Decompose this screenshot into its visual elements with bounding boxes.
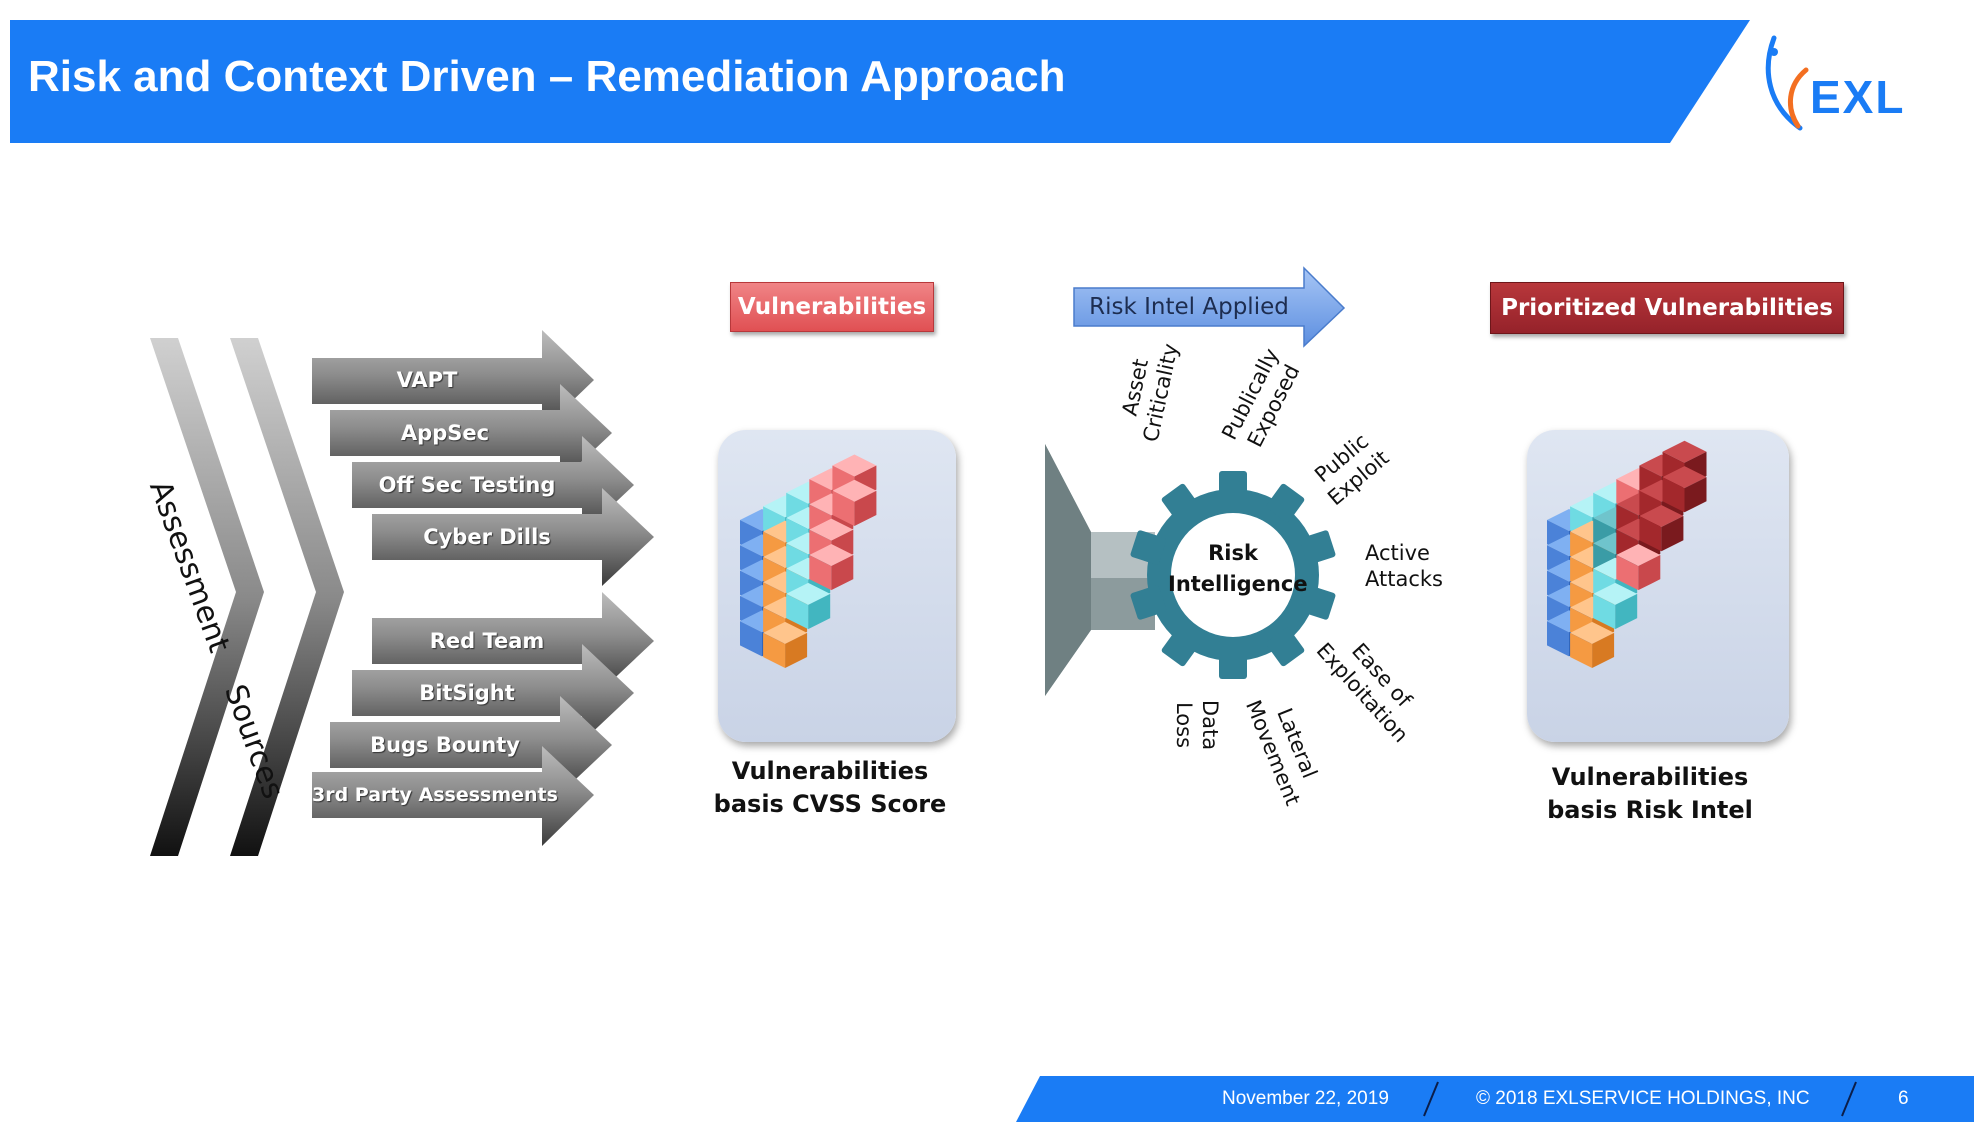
cvss-caption-line2: basis CVSS Score — [713, 790, 947, 818]
footer-date: November 22, 2019 — [1222, 1088, 1389, 1109]
assessment-chevron — [150, 338, 344, 856]
vulnerabilities-badge: Vulnerabilities — [730, 282, 934, 332]
source-arrows — [312, 330, 654, 846]
cvss-caption-line1: Vulnerabilities — [731, 757, 929, 785]
cvss-cube-stack — [740, 454, 877, 669]
arrow-vapt — [312, 330, 594, 430]
arrow-appsec — [330, 384, 612, 482]
factor-data-line1: Data — [1198, 699, 1222, 751]
gear-label-line1: Risk — [1208, 541, 1258, 565]
footer-copyright: © 2018 EXLSERVICE HOLDINGS, INC — [1476, 1088, 1810, 1109]
gear-label-line2: Intelligence — [1168, 572, 1308, 596]
arrow-label-cyber: Cyber Dills — [423, 525, 551, 549]
risk-gear — [1130, 471, 1336, 679]
factor-lateral-movement: Lateral Movement — [1240, 687, 1330, 810]
factor-active-line2: Attacks — [1365, 567, 1443, 591]
exl-logo-text: EXL — [1810, 71, 1906, 123]
arrow-label-3rdparty: 3rd Party Assessments — [312, 784, 558, 806]
arrow-bitsight — [352, 644, 634, 742]
arrow-label-vapt: VAPT — [396, 368, 458, 392]
arrow-label-bugs: Bugs Bounty — [370, 733, 520, 757]
risk-caption: Vulnerabilities basis Risk Intel — [1500, 761, 1800, 827]
arrow-3rdparty — [312, 746, 594, 846]
arrow-cyber — [372, 488, 654, 586]
prioritized-badge: Prioritized Vulnerabilities — [1490, 282, 1844, 334]
factor-publically-exposed: Publically Exposed — [1216, 344, 1307, 456]
risk-intel-arrow — [1073, 266, 1346, 348]
arrow-offsec — [352, 436, 634, 534]
header-banner — [10, 20, 1750, 143]
factor-active-attacks: Active Attacks — [1365, 540, 1443, 592]
exl-logo-mark — [1765, 35, 1809, 131]
risk-caption-line2: basis Risk Intel — [1547, 796, 1753, 824]
factor-active-line1: Active — [1365, 541, 1430, 565]
footer-page-number: 6 — [1898, 1088, 1909, 1109]
gear-label: Risk Intelligence — [1168, 538, 1308, 600]
risk-caption-line1: Vulnerabilities — [1551, 763, 1749, 791]
risk-cube-stack — [1547, 440, 1707, 669]
factor-ease-of-exploitation: Ease of Exploitation — [1311, 620, 1433, 748]
factor-data-line2: Loss — [1172, 701, 1196, 749]
page-title: Risk and Context Driven – Remediation Ap… — [28, 52, 1066, 101]
arrow-label-bitsight: BitSight — [419, 681, 515, 705]
factor-data-loss: Data Loss — [1171, 700, 1223, 750]
risk-intel-arrow-label: Risk Intel Applied — [1089, 294, 1289, 320]
arrow-label-redteam: Red Team — [429, 629, 545, 653]
arrow-redteam — [372, 592, 654, 690]
arrow-label-offsec: Off Sec Testing — [378, 473, 556, 497]
arrow-bugs — [330, 696, 612, 794]
footer-banner — [1016, 1076, 1974, 1122]
risk-cube-panel — [1527, 430, 1789, 742]
cvss-caption: Vulnerabilities basis CVSS Score — [680, 755, 980, 821]
cvss-cube-panel — [718, 430, 956, 742]
arrow-label-appsec: AppSec — [400, 421, 490, 445]
exl-logo: EXL — [1760, 30, 1940, 140]
factor-asset-criticality: Asset Criticality — [1112, 336, 1184, 445]
